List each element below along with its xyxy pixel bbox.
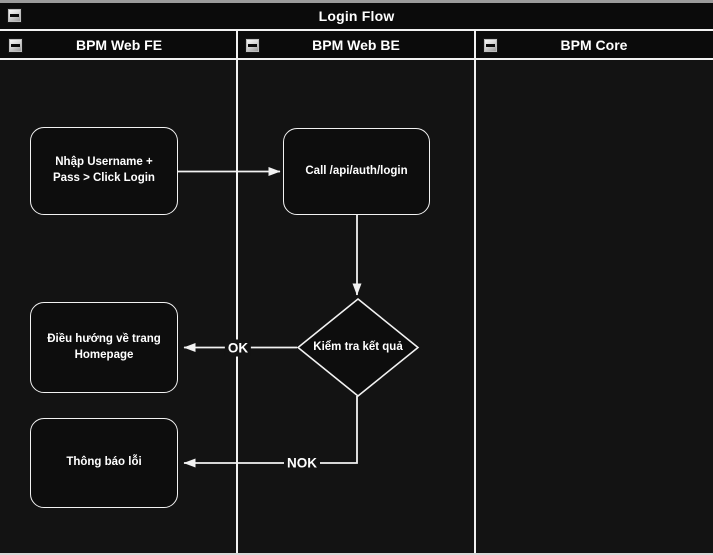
pool-title-bar[interactable]: Login Flow (0, 0, 713, 31)
node-label: Nhập Username + Pass > Click Login (53, 156, 155, 184)
node-label: Điều hướng về trang Homepage (47, 332, 161, 361)
node-show-error[interactable]: Thông báo lỗi (30, 418, 178, 508)
minus-icon (11, 44, 20, 47)
collapse-icon-pool[interactable] (7, 8, 22, 23)
minus-icon (486, 44, 495, 47)
collapse-icon-lane-core[interactable] (483, 38, 498, 53)
node-check-result-label: Kiểm tra kết quả (313, 341, 403, 353)
node-call-login-api[interactable]: Call /api/auth/login (283, 128, 430, 215)
node-input-credentials[interactable]: Nhập Username + Pass > Click Login (30, 127, 178, 215)
pool-title: Login Flow (318, 8, 395, 24)
edge-label-ok[interactable]: OK (224, 339, 252, 357)
minus-icon (10, 14, 19, 17)
minus-icon (248, 44, 257, 47)
lane-divider-be-core (474, 31, 476, 553)
lane-header-bpm-web-be[interactable]: BPM Web BE (312, 36, 400, 53)
node-label: Thông báo lỗi (66, 456, 142, 469)
collapse-icon-lane-be[interactable] (245, 38, 260, 53)
edge-decision-to-error (183, 396, 358, 468)
decision-shape (296, 297, 420, 398)
pool-bottom-border (0, 553, 713, 555)
lane-header-bpm-core[interactable]: BPM Core (560, 36, 628, 53)
node-redirect-homepage[interactable]: Điều hướng về trang Homepage (30, 302, 178, 393)
node-label: Call /api/auth/login (305, 164, 408, 177)
lane-header-bpm-web-fe[interactable]: BPM Web FE (75, 36, 163, 53)
lane-header-row: BPM Web FE BPM Web BE BPM Core (0, 31, 713, 60)
collapse-icon-lane-fe[interactable] (8, 38, 23, 53)
lane-divider-fe-be (236, 31, 238, 553)
edge-label-nok[interactable]: NOK (284, 454, 320, 472)
